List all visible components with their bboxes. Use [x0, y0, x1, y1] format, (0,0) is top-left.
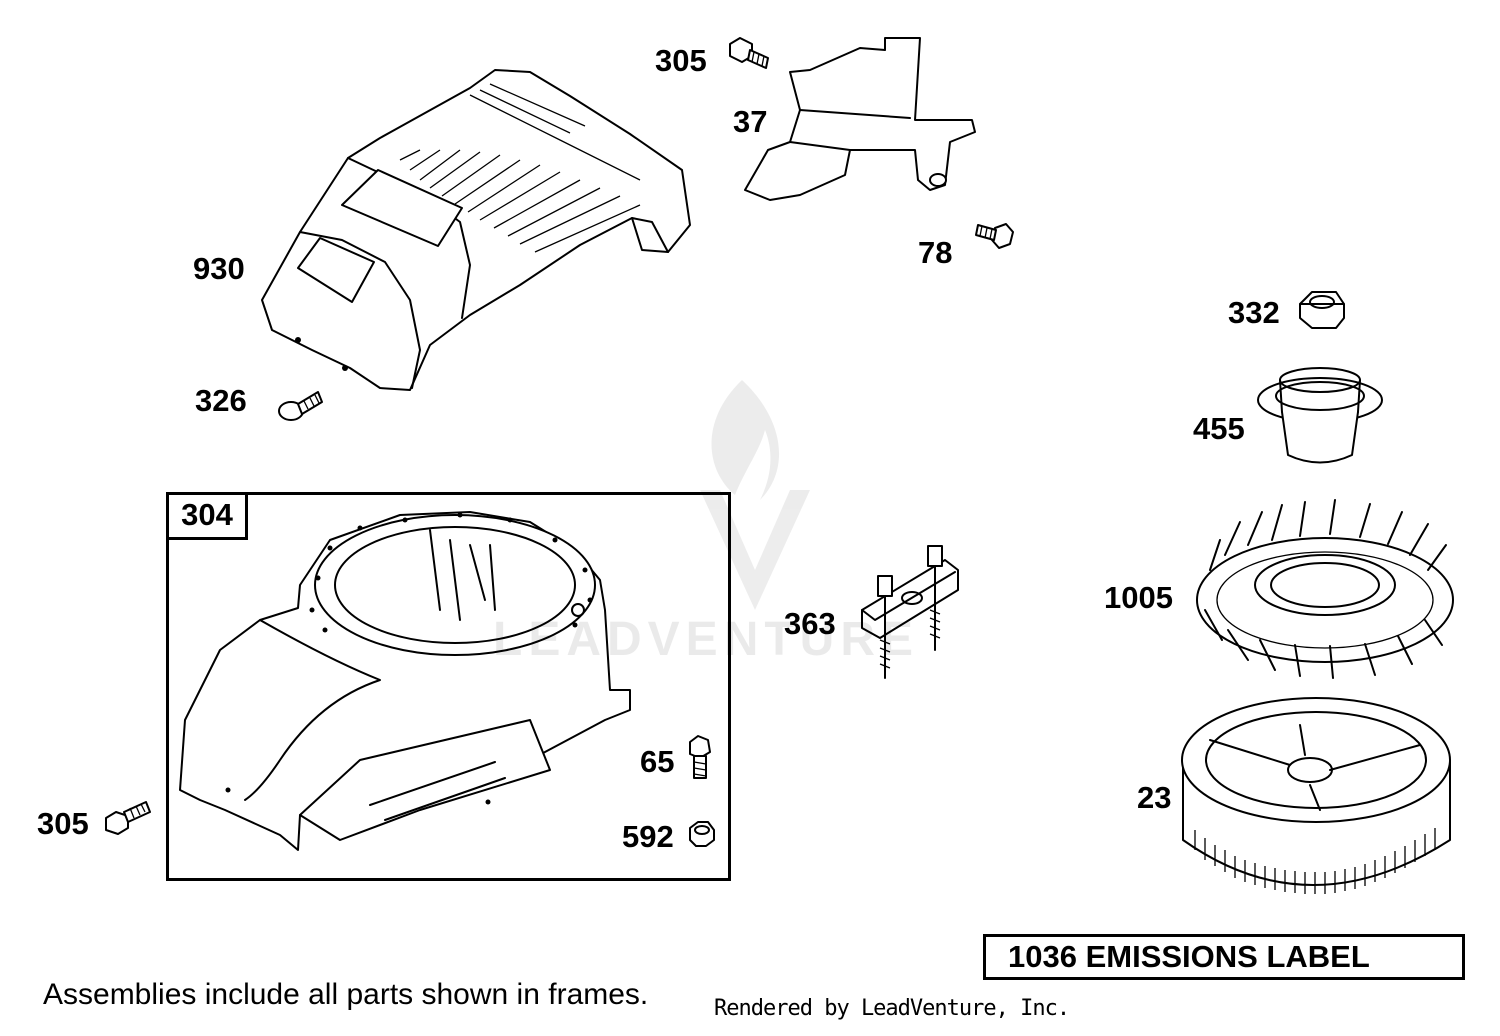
part-304-housing-drawing: [179, 511, 631, 851]
part-23-flywheel-drawing: [1181, 697, 1451, 894]
callout-part-305-bottom[interactable]: 305: [37, 806, 89, 841]
callout-part-65[interactable]: 65: [640, 744, 675, 779]
callout-part-455[interactable]: 455: [1193, 411, 1245, 446]
assemblies-footnote: Assemblies include all parts shown in fr…: [43, 978, 649, 1011]
part-65-bolt-drawing: [689, 735, 711, 779]
rendered-by-credit: Rendered by LeadVenture, Inc.: [714, 996, 1070, 1021]
callout-part-326[interactable]: 326: [195, 383, 247, 418]
assembly-frame: [166, 492, 731, 881]
part-305-bottom-screw-drawing: [105, 801, 151, 835]
callout-part-1005[interactable]: 1005: [1104, 580, 1173, 615]
assembly-frame-label: 304: [166, 492, 248, 540]
watermark-text: LEADVENTURE: [493, 613, 920, 666]
part-78-screw-drawing: [975, 223, 1014, 249]
part-305-top-screw-drawing: [729, 37, 769, 69]
callout-part-332[interactable]: 332: [1228, 295, 1280, 330]
callout-part-363[interactable]: 363: [784, 606, 836, 641]
watermark-logo: [700, 380, 810, 610]
callout-part-78[interactable]: 78: [918, 235, 953, 270]
emissions-label-box[interactable]: 1036 EMISSIONS LABEL: [983, 934, 1465, 980]
callout-part-930[interactable]: 930: [193, 251, 245, 286]
callout-part-305-top[interactable]: 305: [655, 43, 707, 78]
part-930-cover-drawing: [261, 69, 691, 391]
part-363-bracket-drawing: [861, 545, 959, 679]
part-332-nut-drawing: [1299, 291, 1345, 329]
part-326-screw-drawing: [278, 391, 323, 421]
part-455-cup-drawing: [1257, 367, 1383, 464]
part-592-nut-drawing: [689, 821, 715, 847]
callout-part-37[interactable]: 37: [733, 104, 768, 139]
part-37-guide-drawing: [744, 37, 976, 201]
callout-part-23[interactable]: 23: [1137, 780, 1172, 815]
part-1005-fan-drawing: [1196, 499, 1454, 679]
callout-part-592[interactable]: 592: [622, 819, 674, 854]
